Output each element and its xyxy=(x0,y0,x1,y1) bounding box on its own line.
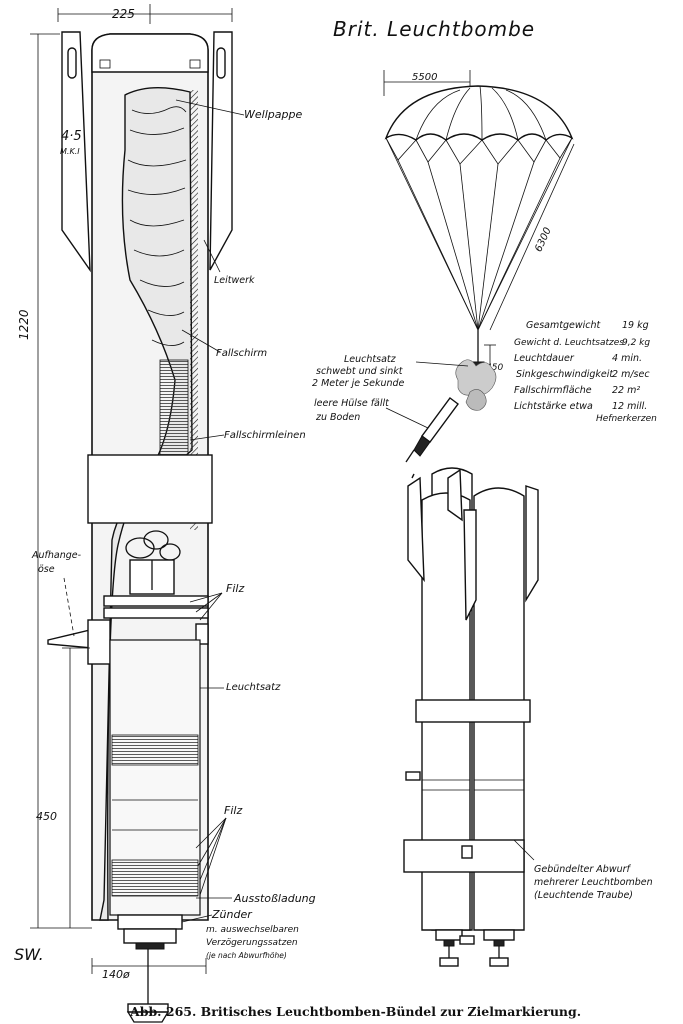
suspension-lug xyxy=(47,629,93,649)
spec-label-1: Gewicht d. Leuchtsatzes xyxy=(514,338,624,348)
lower-height-label: 450 xyxy=(36,810,57,823)
parachute-folds xyxy=(127,106,187,346)
label-zunder-2: m. auswechselbaren xyxy=(206,925,299,935)
bundle-line1: Gebündelter Abwurf xyxy=(534,864,632,875)
height-dimension: 1220 xyxy=(17,33,92,929)
top-width-dimension: 225 xyxy=(57,4,233,24)
label-aufhangeose-2: öse xyxy=(38,564,55,575)
label-filz-lower: Filz xyxy=(224,804,242,817)
spec-label-3: Sinkgeschwindigkeit xyxy=(516,369,614,380)
total-height-label: 1220 xyxy=(17,309,31,340)
lower-dimension: 450 xyxy=(36,647,90,928)
spec-label-4: Fallschirmfläche xyxy=(514,385,592,396)
marking-line2: M.K.I xyxy=(60,147,80,156)
spec-value-6: Hefnerkerzen xyxy=(596,414,657,424)
marking-line1: 4·5 xyxy=(61,129,82,144)
label-aufhangeose-1: Aufhange- xyxy=(31,550,82,561)
bottom-width-label: 140ø xyxy=(102,968,130,981)
label-wellpappe: Wellpappe xyxy=(244,108,302,121)
label-zunder-4: (je nach Abwurfhöhe) xyxy=(206,951,287,960)
diagram-title: Brit. Leuchtbombe xyxy=(333,17,535,41)
specs-table: Gesamtgewicht 19 kg Gewicht d. Leuchtsat… xyxy=(514,320,657,424)
descent-huelse-2: zu Boden xyxy=(315,412,360,423)
bottom-width-dimension: 140ø xyxy=(91,958,207,981)
chute-width-label: 5500 xyxy=(412,72,437,83)
spec-value-1: 9,2 kg xyxy=(622,338,650,348)
label-leuchtsatz: Leuchtsatz xyxy=(226,682,281,693)
descent-leuchtsatz-1: Leuchtsatz xyxy=(344,354,397,365)
spec-label-5: Lichtstärke etwa xyxy=(514,401,593,412)
parachute-drawing: 5500 6300 450 xyxy=(383,70,575,463)
fuze xyxy=(117,914,183,1023)
bomb-bundle xyxy=(403,467,539,967)
spec-label-2: Leuchtdauer xyxy=(514,353,575,364)
figure-caption: Abb. 265. Britisches Leuchtbomben-Bündel… xyxy=(129,1004,581,1019)
spec-value-4: 22 m² xyxy=(612,385,640,396)
descent-leuchtsatz-3: 2 Meter je Sekunde xyxy=(312,378,405,389)
bundle-line2: mehrerer Leuchtbomben xyxy=(534,877,653,888)
spec-value-2: 4 min. xyxy=(612,353,642,364)
label-fallschirmleinen: Fallschirmleinen xyxy=(224,430,306,441)
spec-value-5: 12 mill. xyxy=(612,401,647,412)
descent-leuchtsatz-2: schwebt und sinkt xyxy=(316,366,404,377)
label-fallschirm: Fallschirm xyxy=(216,348,267,359)
bundle-line3: (Leuchtende Traube) xyxy=(534,890,633,901)
bomb-cross-section: 225 4·5 M.K.I xyxy=(17,4,245,1023)
upper-band xyxy=(87,454,213,524)
spring-cavity xyxy=(125,530,181,595)
spec-label-0: Gesamtgewicht xyxy=(526,320,601,331)
shroud-lines-bundle xyxy=(159,359,189,456)
line-length-label: 6300 xyxy=(533,226,553,254)
descent-huelse-1: leere Hülse fällt xyxy=(314,398,390,409)
label-ausstossladung: Ausstoßladung xyxy=(233,892,316,905)
label-zunder-1: Zünder xyxy=(211,908,253,921)
hang-offset-label: 450 xyxy=(486,363,503,373)
spec-value-0: 19 kg xyxy=(622,320,649,331)
label-zunder-3: Verzögerungssatzen xyxy=(206,938,298,948)
spec-value-3: 2 m/sec xyxy=(612,369,650,380)
tail-fins xyxy=(61,31,233,273)
artist-signature: SW. xyxy=(14,945,44,964)
label-leitwerk: Leitwerk xyxy=(214,275,255,286)
top-width-label: 225 xyxy=(112,7,135,21)
label-filz-top: Filz xyxy=(226,582,244,595)
